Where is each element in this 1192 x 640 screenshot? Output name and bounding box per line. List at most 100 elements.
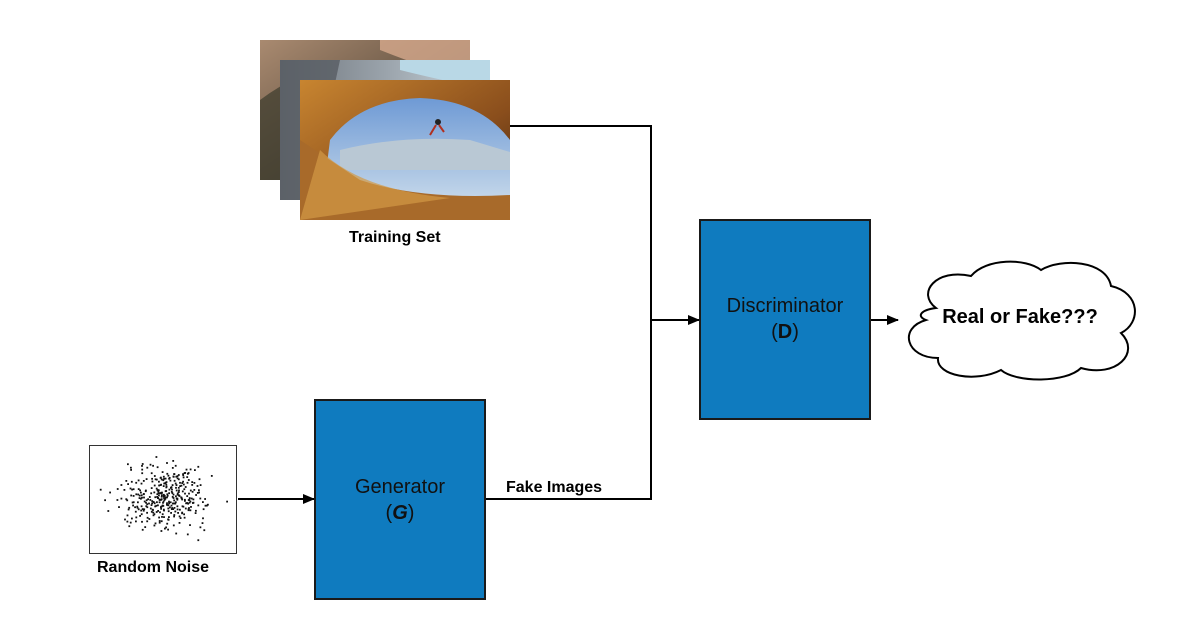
noise-dot [194,469,196,471]
noise-dot [169,501,172,504]
noise-dot [140,505,143,508]
noise-dot [189,500,192,503]
noise-dot [172,508,175,510]
noise-dot [197,465,200,468]
noise-dot [141,465,143,467]
noise-dot [162,493,165,496]
noise-dot [160,495,163,498]
noise-dot [156,493,159,496]
noise-dot [136,505,139,508]
noise-dot [198,491,200,494]
noise-dot [188,497,191,499]
noise-dot [134,510,137,513]
noise-dot [104,499,106,502]
noise-dot [175,484,178,486]
noise-dot [132,501,135,504]
noise-dot [126,514,129,517]
noise-dot [166,496,168,499]
noise-dot [171,492,174,494]
noise-dot [182,474,185,477]
noise-dot [176,475,179,477]
noise-dot [168,502,170,505]
noise-dot [140,509,143,512]
noise-dot [136,506,139,509]
generator-symbol: (G) [385,501,415,524]
noise-dot [166,494,169,497]
noise-dot [125,498,128,501]
noise-dot [176,477,179,480]
noise-dot [132,495,135,497]
noise-dot [99,488,102,491]
generator-title: Generator [354,475,446,498]
noise-dot [195,494,197,496]
noise-dot [165,483,168,486]
noise-dot [189,509,192,512]
noise-dot [120,497,123,500]
noise-dot [170,486,173,488]
noise-dot [149,463,152,466]
noise-dot [170,512,172,514]
noise-dot [155,487,158,490]
noise-dot [127,483,129,485]
noise-dot [153,475,156,477]
noise-dot [171,496,174,498]
noise-dot [182,505,185,508]
noise-dot [178,495,181,497]
noise-dot [172,502,174,505]
noise-dot [163,495,166,497]
noise-dot [163,499,166,501]
noise-dot [172,460,175,462]
noise-dot [140,482,143,485]
noise-dot [157,489,160,492]
noise-dot [190,497,193,500]
noise-dot [118,506,120,508]
noise-dot [181,498,184,501]
noise-dot [162,508,165,511]
noise-dot [161,513,164,516]
noise-dot [168,500,170,503]
noise-dot [120,484,123,486]
noise-dot [188,501,191,504]
noise-dot [160,499,162,501]
noise-dot [171,484,174,486]
noise-dot [197,504,200,507]
noise-dot [171,488,173,491]
noise-dot [161,494,163,497]
noise-dot [147,498,149,501]
noise-dot [177,474,180,476]
noise-dot [164,496,167,499]
noise-dot [173,499,176,502]
noise-dot [191,490,194,493]
noise-dot [142,493,145,496]
noise-dot [165,526,167,529]
noise-dot [175,489,178,492]
noise-dot [202,501,204,503]
noise-dot [160,530,163,532]
noise-dot [162,505,165,507]
noise-dot [160,478,163,481]
noise-dot [124,518,126,521]
noise-dot [170,504,173,507]
noise-dot [182,473,184,475]
noise-dot [190,506,192,508]
noise-dot [142,480,145,482]
noise-dot [182,476,185,479]
noise-dot [143,508,146,511]
noise-dot [192,498,195,501]
noise-dot [137,501,139,504]
noise-dot [158,492,161,495]
noise-dot [150,487,153,489]
noise-dot [175,495,177,498]
noise-dot [158,520,161,522]
noise-dot [157,504,159,507]
noise-dot [151,480,154,483]
noise-dot [178,515,181,518]
noise-dot [154,505,157,508]
noise-dot [172,475,175,478]
noise-dot [163,497,165,500]
noise-dot [177,486,180,489]
noise-dot [183,513,185,516]
noise-dot [127,508,130,511]
noise-dot [140,513,143,516]
